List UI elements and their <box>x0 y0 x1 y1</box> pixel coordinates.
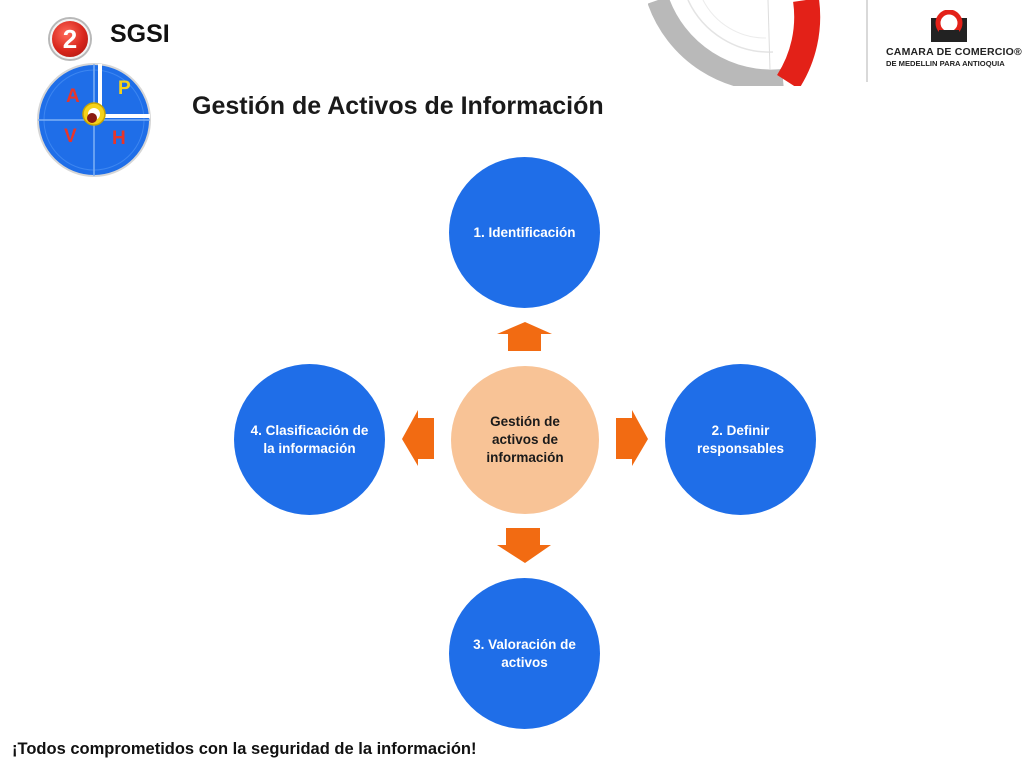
arrow-down <box>497 528 551 563</box>
node-identificacion: 1. Identificación <box>449 157 600 308</box>
logo-text-line1: CAMARA DE COMERCIO® <box>886 46 1022 58</box>
decorative-rings-graphic <box>648 0 821 86</box>
arrow-left <box>402 410 434 466</box>
arrow-up <box>497 322 552 351</box>
page-title: Gestión de Activos de Información <box>192 92 604 120</box>
phva-cycle-icon: A P V H <box>36 62 152 178</box>
phva-letter-p: P <box>118 78 131 99</box>
phva-letter-a: A <box>66 86 80 107</box>
logo-text-line2: DE MEDELLIN PARA ANTIOQUIA <box>886 59 1005 68</box>
node-definir-responsables: 2. Definir responsables <box>665 364 816 515</box>
camara-comercio-logo-icon <box>931 10 967 42</box>
arrow-right <box>616 410 648 466</box>
node-valoracion-activos: 3. Valoración de activos <box>449 578 600 729</box>
node-clasificacion-informacion: 4. Clasificación de la información <box>234 364 385 515</box>
phva-cycle-graphic <box>37 63 151 177</box>
step-number-badge: 2 <box>50 19 90 59</box>
phva-letter-v: V <box>64 126 77 147</box>
logo-separator <box>866 0 868 82</box>
node-center-gestion-activos: Gestión de activos de información <box>451 366 599 514</box>
phva-letter-h: H <box>112 128 126 149</box>
sgsi-label: SGSI <box>110 20 170 48</box>
footer-slogan: ¡Todos comprometidos con la seguridad de… <box>12 740 477 758</box>
